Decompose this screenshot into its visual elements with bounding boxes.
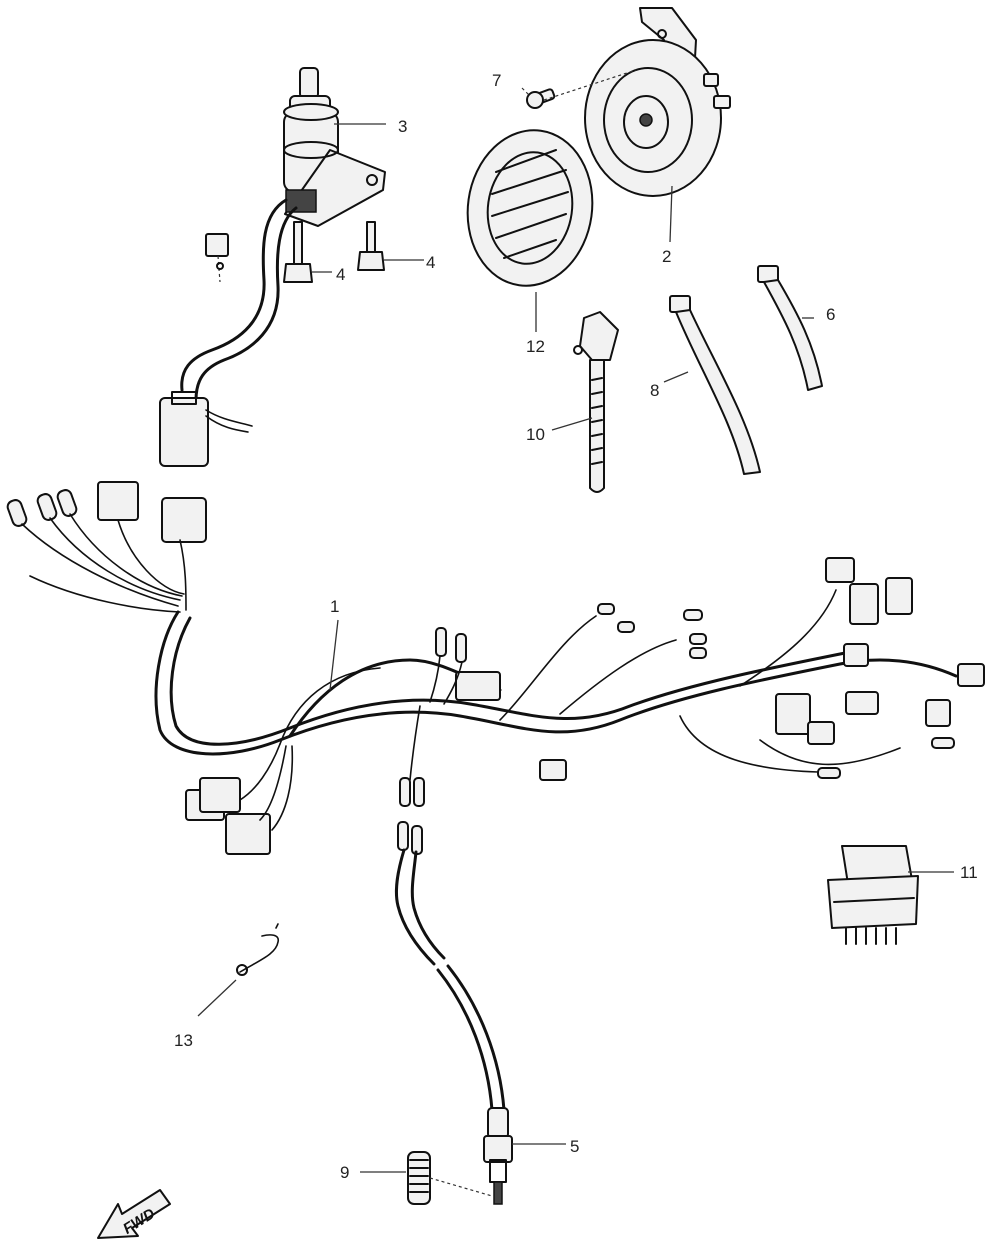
relay: [827, 845, 919, 945]
band-clamp: [573, 311, 619, 493]
callout-2: 2: [662, 247, 671, 266]
horn-cover: [466, 129, 594, 287]
bolt-left: [283, 221, 313, 283]
callout-1: 1: [330, 597, 339, 616]
callout-10: 10: [526, 425, 545, 444]
sensor-spring: [407, 1151, 431, 1205]
callout-11: 11: [960, 863, 978, 882]
cable-tie-short: [757, 265, 823, 391]
fwd-arrow: FWD: [97, 1189, 171, 1239]
callout-4-right: 4: [426, 253, 435, 272]
callout-6: 6: [826, 305, 835, 324]
callout-4-left: 4: [336, 265, 345, 284]
horn: [584, 7, 731, 197]
cable-tie-long: [669, 295, 761, 475]
callout-3: 3: [398, 117, 407, 136]
callout-5: 5: [570, 1137, 579, 1156]
callout-12: 12: [526, 337, 545, 356]
ignition-switch: [159, 67, 386, 467]
leader-lines: [197, 69, 954, 1197]
callout-13: 13: [174, 1031, 193, 1050]
main-wiring-harness: [6, 481, 985, 855]
bolt-right: [357, 221, 385, 271]
screw: [526, 88, 556, 109]
callout-9: 9: [340, 1163, 349, 1182]
o2-sensor: [394, 821, 513, 1205]
callout-7: 7: [492, 71, 501, 90]
callout-8: 8: [650, 381, 659, 400]
ground-wire: [236, 923, 280, 976]
